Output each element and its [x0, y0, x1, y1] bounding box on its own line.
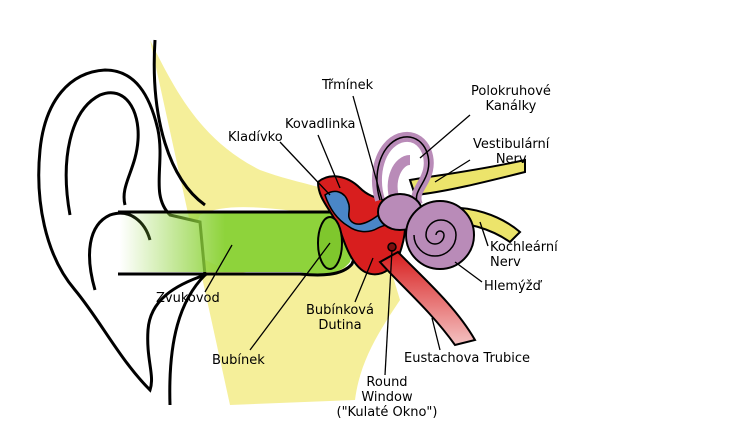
cochlea-spiral — [413, 219, 457, 257]
label-bubinkova-line1: Bubínková — [306, 303, 374, 318]
label-hlemyzd: Hlemýžď — [484, 279, 541, 294]
semicircular-canals-outline — [376, 136, 430, 206]
label-polokruhove-line1: Polokruhové — [471, 84, 551, 99]
temporal-bone — [150, 40, 400, 405]
label-bubinkova-line2: Dutina — [318, 318, 362, 333]
label-kochlearni-line1: Kochleární — [490, 240, 558, 255]
cochlea — [405, 200, 475, 270]
eustachian-tube — [378, 250, 477, 347]
label-kovadlinka: Kovadlinka — [285, 117, 356, 132]
label-kochlearni-nerv: Kochleární Nerv — [490, 240, 558, 270]
ear-canal — [120, 210, 354, 275]
label-round-line3: ("Kulaté Okno") — [336, 405, 438, 420]
skull-outline — [152, 39, 207, 406]
vestibular-nerve — [408, 158, 526, 197]
label-zvukovod: Zvukovod — [156, 291, 220, 306]
label-vestibularni-nerv: Vestibulární Nerv — [473, 137, 549, 167]
label-eustachova-trubice: Eustachova Trubice — [404, 351, 531, 366]
label-triminek: Třmínek — [322, 78, 374, 93]
label-round-line1: Round — [366, 375, 408, 390]
label-kladivko: Kladívko — [228, 130, 283, 145]
label-bubinek: Bubínek — [212, 353, 265, 368]
round-window — [387, 242, 397, 252]
label-polokruhove-line2: Kanálky — [485, 99, 537, 114]
label-bubinkova-dutina: Bubínková Dutina — [306, 303, 374, 333]
label-polokruhove-kanalky: Polokruhové Kanálky — [471, 84, 551, 114]
leader-lines — [204, 95, 489, 376]
label-round-line2: Window — [361, 390, 413, 405]
label-vestibularni-line1: Vestibulární — [473, 137, 550, 152]
helix-fold — [64, 91, 140, 216]
label-round-window: Round Window ("Kulaté Okno") — [332, 375, 442, 420]
label-vestibularni-line2: Nerv — [495, 152, 527, 167]
label-kochlearni-line2: Nerv — [490, 255, 521, 270]
